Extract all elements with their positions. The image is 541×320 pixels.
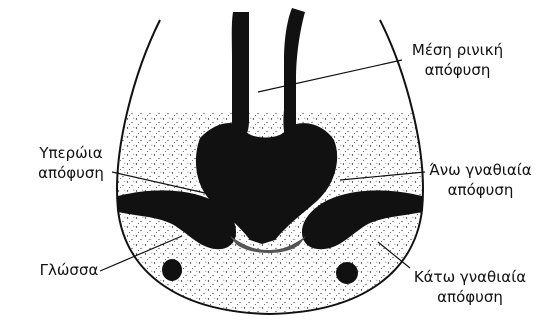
lower-blob-left xyxy=(162,259,182,281)
leader-median-nasal xyxy=(258,60,402,92)
label-palatine-line2: απόφυση xyxy=(26,163,116,183)
label-palatine-line1: Υπερώια xyxy=(26,143,116,163)
label-maxillary-line2: απόφυση xyxy=(423,180,538,200)
label-median-nasal-line2: απόφυση xyxy=(405,60,510,80)
label-palatine: Υπερώια απόφυση xyxy=(26,143,116,183)
label-mandibular-line2: απόφυση xyxy=(405,287,535,307)
label-median-nasal-line1: Μέση ρινική xyxy=(405,40,510,60)
nasal-stalk-left xyxy=(232,12,249,140)
label-tongue: Γλώσσα xyxy=(37,260,101,280)
label-maxillary: Άνω γναθιαία απόφυση xyxy=(423,160,538,200)
label-mandibular: Κάτω γναθιαία απόφυση xyxy=(405,267,535,307)
label-maxillary-line1: Άνω γναθιαία xyxy=(423,160,538,180)
label-median-nasal: Μέση ρινική απόφυση xyxy=(405,40,510,80)
label-mandibular-line1: Κάτω γναθιαία xyxy=(405,267,535,287)
lower-blob-right xyxy=(336,262,358,284)
